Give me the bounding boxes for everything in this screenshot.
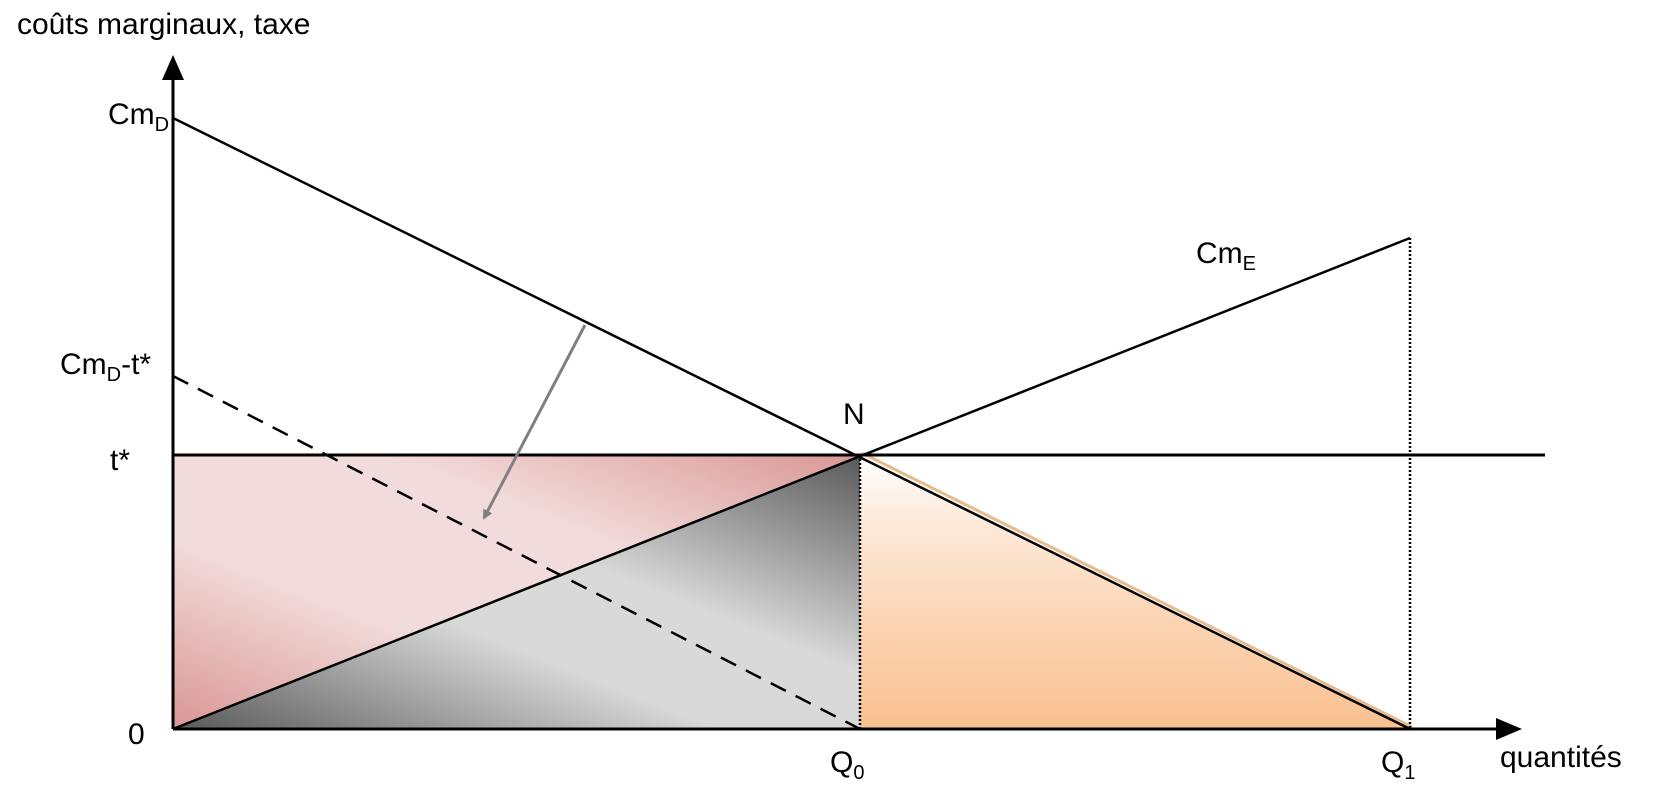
origin-label: 0: [128, 718, 145, 751]
q0-label: Q0: [830, 746, 864, 784]
peach-shadow-edge: [861, 451, 1413, 729]
cme-line: [172, 236, 1411, 731]
tstar-label: t*: [110, 444, 130, 477]
q1-label: Q1: [1381, 746, 1415, 784]
y-axis-title: coûts marginaux, taxe: [17, 8, 310, 41]
cmd-line: [172, 116, 1411, 731]
y-axis-arrowhead: [162, 55, 184, 80]
n-point-label: N: [843, 398, 865, 431]
cme-label: CmE: [1196, 237, 1256, 275]
cmd-label: CmD: [108, 98, 169, 136]
shift-arrow: [482, 324, 587, 520]
cmd-minus-t-dashed-line: [172, 374, 861, 731]
x-axis-title: quantités: [1500, 741, 1622, 774]
x-axis-arrowhead: [1496, 718, 1522, 740]
cmd-minus-t-label: CmD-t*: [60, 348, 151, 386]
